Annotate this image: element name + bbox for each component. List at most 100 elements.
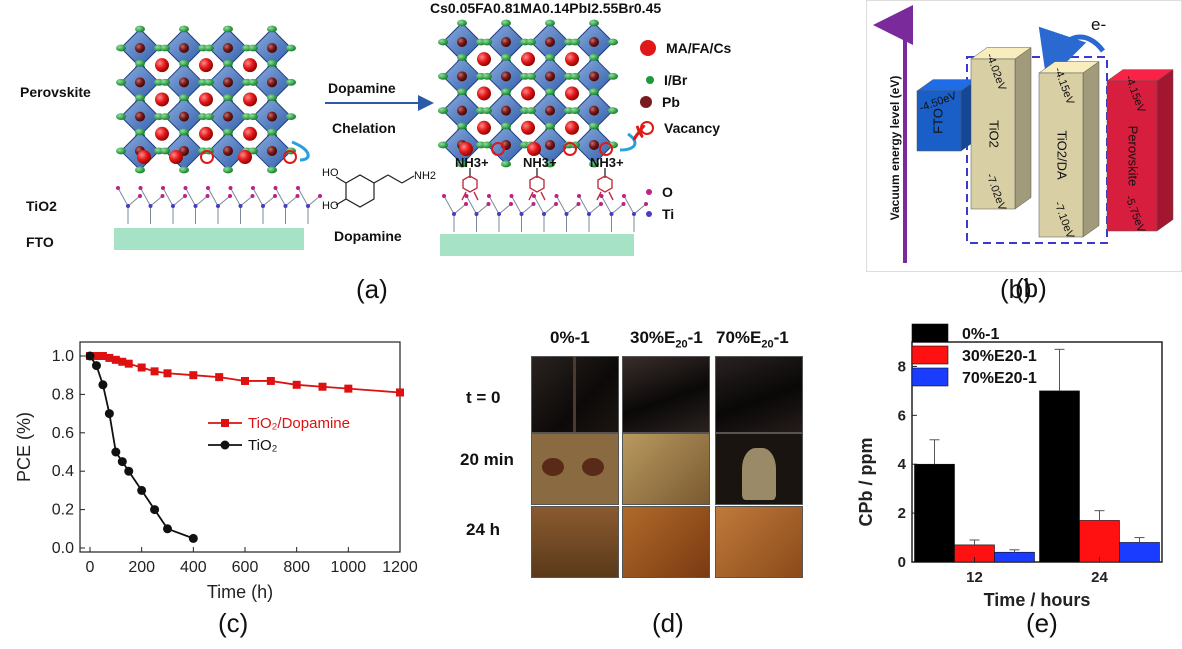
oxygen-atom	[622, 194, 626, 198]
pb-atom	[267, 77, 277, 88]
oxygen-atom	[296, 186, 300, 190]
halide-atom	[179, 94, 189, 102]
tio2-bond	[498, 203, 512, 215]
halide-atom	[608, 107, 618, 115]
halide-atom	[457, 160, 467, 168]
fto-label: FTO	[26, 234, 54, 250]
tio2-bond	[521, 203, 534, 215]
halide-atom	[204, 78, 214, 86]
legend-swatch	[640, 40, 656, 56]
tio2-bond	[217, 195, 231, 207]
data-point	[150, 367, 159, 376]
halide-atom	[608, 38, 618, 46]
row-label: 20 min	[460, 450, 514, 469]
data-point	[188, 533, 198, 543]
dashed-box	[966, 56, 1108, 244]
titanium-atom	[542, 212, 546, 216]
halide-atom	[223, 25, 233, 33]
legend-item-i-br: I/Br	[640, 72, 687, 88]
bar	[994, 551, 1035, 563]
oxygen-atom	[318, 194, 322, 198]
dopamine-molecule	[335, 174, 415, 208]
panel-letter-a: (a)	[356, 274, 388, 304]
tio2-bond	[240, 195, 253, 207]
halide-atom	[160, 78, 170, 86]
y-tick-label: 4	[898, 456, 907, 473]
oxygen-atom	[251, 186, 255, 190]
halide-atom	[526, 38, 536, 46]
plot-frame	[911, 341, 1163, 563]
halide-atom	[589, 19, 599, 27]
halide-atom	[179, 166, 189, 174]
pb-atom	[267, 43, 277, 53]
oxygen-atom	[554, 202, 558, 206]
data-point	[396, 388, 404, 397]
photo-70-24h	[715, 506, 803, 578]
halide-atom	[570, 107, 580, 115]
vacancy-arrow	[291, 140, 310, 162]
halide-atom	[286, 78, 296, 86]
oxygen-atom	[228, 186, 233, 190]
a-site-cation	[155, 126, 169, 141]
block-name: FTO	[930, 108, 945, 134]
tio2-bond	[185, 187, 196, 207]
panel-d: 0%-1 30%E20-1 70%E20-1 t = 0 20 min 24 h…	[436, 320, 836, 649]
pb-atom	[223, 77, 233, 88]
halide-atom	[116, 78, 126, 86]
halide-atom	[589, 88, 599, 96]
legend-label: Ti	[662, 206, 675, 222]
legend-label: 0%-1	[962, 326, 999, 343]
halide-atom	[501, 160, 511, 168]
halide-atom	[160, 147, 170, 155]
titanium-atom	[193, 204, 198, 208]
pb-atom	[457, 71, 467, 82]
halide-atom	[135, 59, 145, 67]
pb-atom	[589, 71, 599, 82]
legend-marker	[221, 419, 229, 427]
halide-atom	[116, 147, 126, 155]
oxygen-atom	[228, 194, 232, 198]
energy-block-perovskite: Perovskite-4.15eV-5.75eV	[1106, 69, 1174, 235]
vacancy-circle	[563, 142, 577, 156]
nh3-label: NH3+	[590, 155, 624, 170]
fto-layer-left	[114, 228, 304, 250]
tio2-bond	[633, 203, 647, 215]
legend-item-vacancy: Vacancy	[640, 120, 720, 136]
legend-swatch	[911, 367, 949, 387]
oxygen-atom	[532, 194, 536, 198]
titanium-atom	[519, 212, 524, 216]
oxygen-atom	[138, 186, 143, 190]
halide-atom	[248, 147, 258, 155]
titanium-atom	[632, 212, 636, 216]
electron-label: e-	[1091, 15, 1107, 34]
tio2-bond	[172, 195, 186, 207]
panel-letter-d: (d)	[652, 608, 684, 638]
tio2-bond	[588, 203, 602, 215]
tio2-bond	[466, 195, 477, 215]
tio2-bond	[127, 195, 141, 207]
tio2-network-right	[442, 194, 648, 232]
legend-swatch	[911, 345, 949, 365]
pb-atom	[135, 111, 145, 122]
halide-atom	[545, 122, 555, 130]
halide-atom	[267, 128, 277, 136]
photo-30-24h	[622, 506, 710, 578]
oxygen-atom	[531, 202, 536, 206]
oxygen-atom	[273, 186, 278, 190]
legend-label: I/Br	[664, 72, 688, 88]
legend-label: TiO₂	[248, 437, 278, 454]
electron-transfer-arrow	[1038, 26, 1106, 82]
a-site-cation	[238, 150, 252, 164]
tio2-bond	[297, 187, 309, 207]
panel-letter-b: (b)	[1015, 273, 1047, 303]
y-tick-label: 0.8	[52, 386, 74, 403]
y-tick-label: 0.6	[52, 425, 74, 442]
bar	[914, 463, 955, 563]
y-tick-label: 8	[898, 358, 906, 375]
a-site-cation	[565, 120, 579, 135]
a-site-cation	[199, 92, 213, 107]
tio2-bond	[476, 203, 489, 215]
a-site-cation	[137, 150, 151, 164]
